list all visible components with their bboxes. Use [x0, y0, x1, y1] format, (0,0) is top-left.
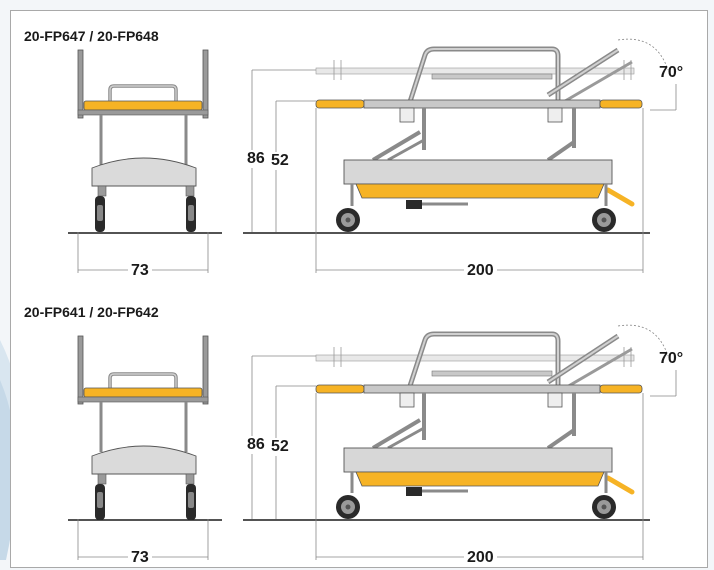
length-label-bottom: 200 [464, 549, 497, 567]
height-deck-label-bottom: 52 [268, 438, 292, 456]
width-label-top: 73 [128, 262, 152, 280]
model-label-top: 20-FP647 / 20-FP648 [24, 28, 159, 44]
width-label-bottom: 73 [128, 549, 152, 567]
height-deck-label-top: 52 [268, 152, 292, 170]
front-view [77, 49, 209, 273]
height-total-label-top: 86 [244, 150, 268, 168]
model-label-bottom: 20-FP641 / 20-FP642 [24, 304, 159, 320]
angle-label-bottom: 70° [659, 350, 684, 367]
side-view [251, 38, 677, 273]
side-view [251, 324, 677, 560]
angle-label-top: 70° [659, 64, 684, 81]
front-view [77, 335, 209, 560]
height-total-label-bottom: 86 [244, 436, 268, 454]
length-label-top: 200 [464, 262, 497, 280]
